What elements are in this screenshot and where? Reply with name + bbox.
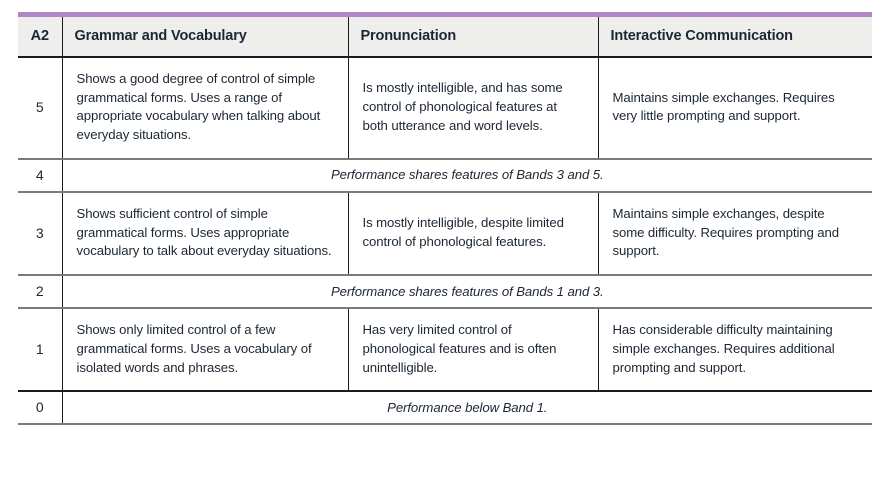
descriptor-grammar-and-vocabulary: Shows sufficient control of simple gramm… — [76, 205, 332, 259]
header-row: A2 Grammar and Vocabulary Pronunciation … — [18, 14, 872, 58]
assessment-scale-container: A2 Grammar and Vocabulary Pronunciation … — [18, 12, 872, 426]
table-row: 0 Performance below Band 1. — [18, 390, 872, 426]
band-number: 5 — [18, 57, 63, 159]
shared-band-note: Performance shares features of Bands 3 a… — [62, 157, 872, 193]
column-header-interactive-communication: Interactive Communication — [597, 14, 872, 58]
table-row: 4 Performance shares features of Bands 3… — [18, 157, 872, 193]
table-header: A2 Grammar and Vocabulary Pronunciation … — [18, 14, 872, 58]
table-row: 5 Shows a good degree of control of simp… — [18, 57, 872, 159]
table-row: 3 Shows sufficient control of simple gra… — [18, 191, 872, 276]
band-number: 0 — [18, 390, 63, 426]
column-header-grammar-and-vocabulary: Grammar and Vocabulary — [62, 14, 348, 58]
table-body: 5 Shows a good degree of control of simp… — [18, 57, 872, 426]
band-number: 4 — [18, 157, 63, 193]
band-number: 1 — [18, 308, 63, 392]
column-header-pronunciation: Pronunciation — [347, 14, 598, 58]
column-header-band: A2 — [18, 14, 63, 58]
table-row: 1 Shows only limited control of a few gr… — [18, 308, 872, 392]
shared-band-note: Performance below Band 1. — [62, 390, 872, 426]
band-number: 3 — [18, 191, 63, 276]
shared-band-note: Performance shares features of Bands 1 a… — [62, 274, 872, 310]
descriptor-interactive-communication: Maintains simple exchanges. Requires ver… — [597, 57, 872, 159]
descriptor-grammar-and-vocabulary: Shows only limited control of a few gram… — [76, 322, 312, 375]
descriptor-grammar-and-vocabulary: Shows a good degree of control of simple… — [76, 71, 321, 143]
band-number: 2 — [18, 274, 63, 310]
descriptor-interactive-communication: Has considerable difficulty maintaining … — [597, 308, 872, 392]
descriptor-pronunciation: Is mostly intelligible, and has some con… — [347, 57, 598, 159]
descriptor-pronunciation: Has very limited control of phonological… — [347, 308, 598, 392]
descriptor-pronunciation: Is mostly intelligible, despite limited … — [347, 191, 598, 276]
table-row: 2 Performance shares features of Bands 1… — [18, 274, 872, 310]
assessment-scale-table: A2 Grammar and Vocabulary Pronunciation … — [18, 12, 872, 426]
descriptor-interactive-communication: Maintains simple exchanges, despite some… — [597, 191, 872, 276]
